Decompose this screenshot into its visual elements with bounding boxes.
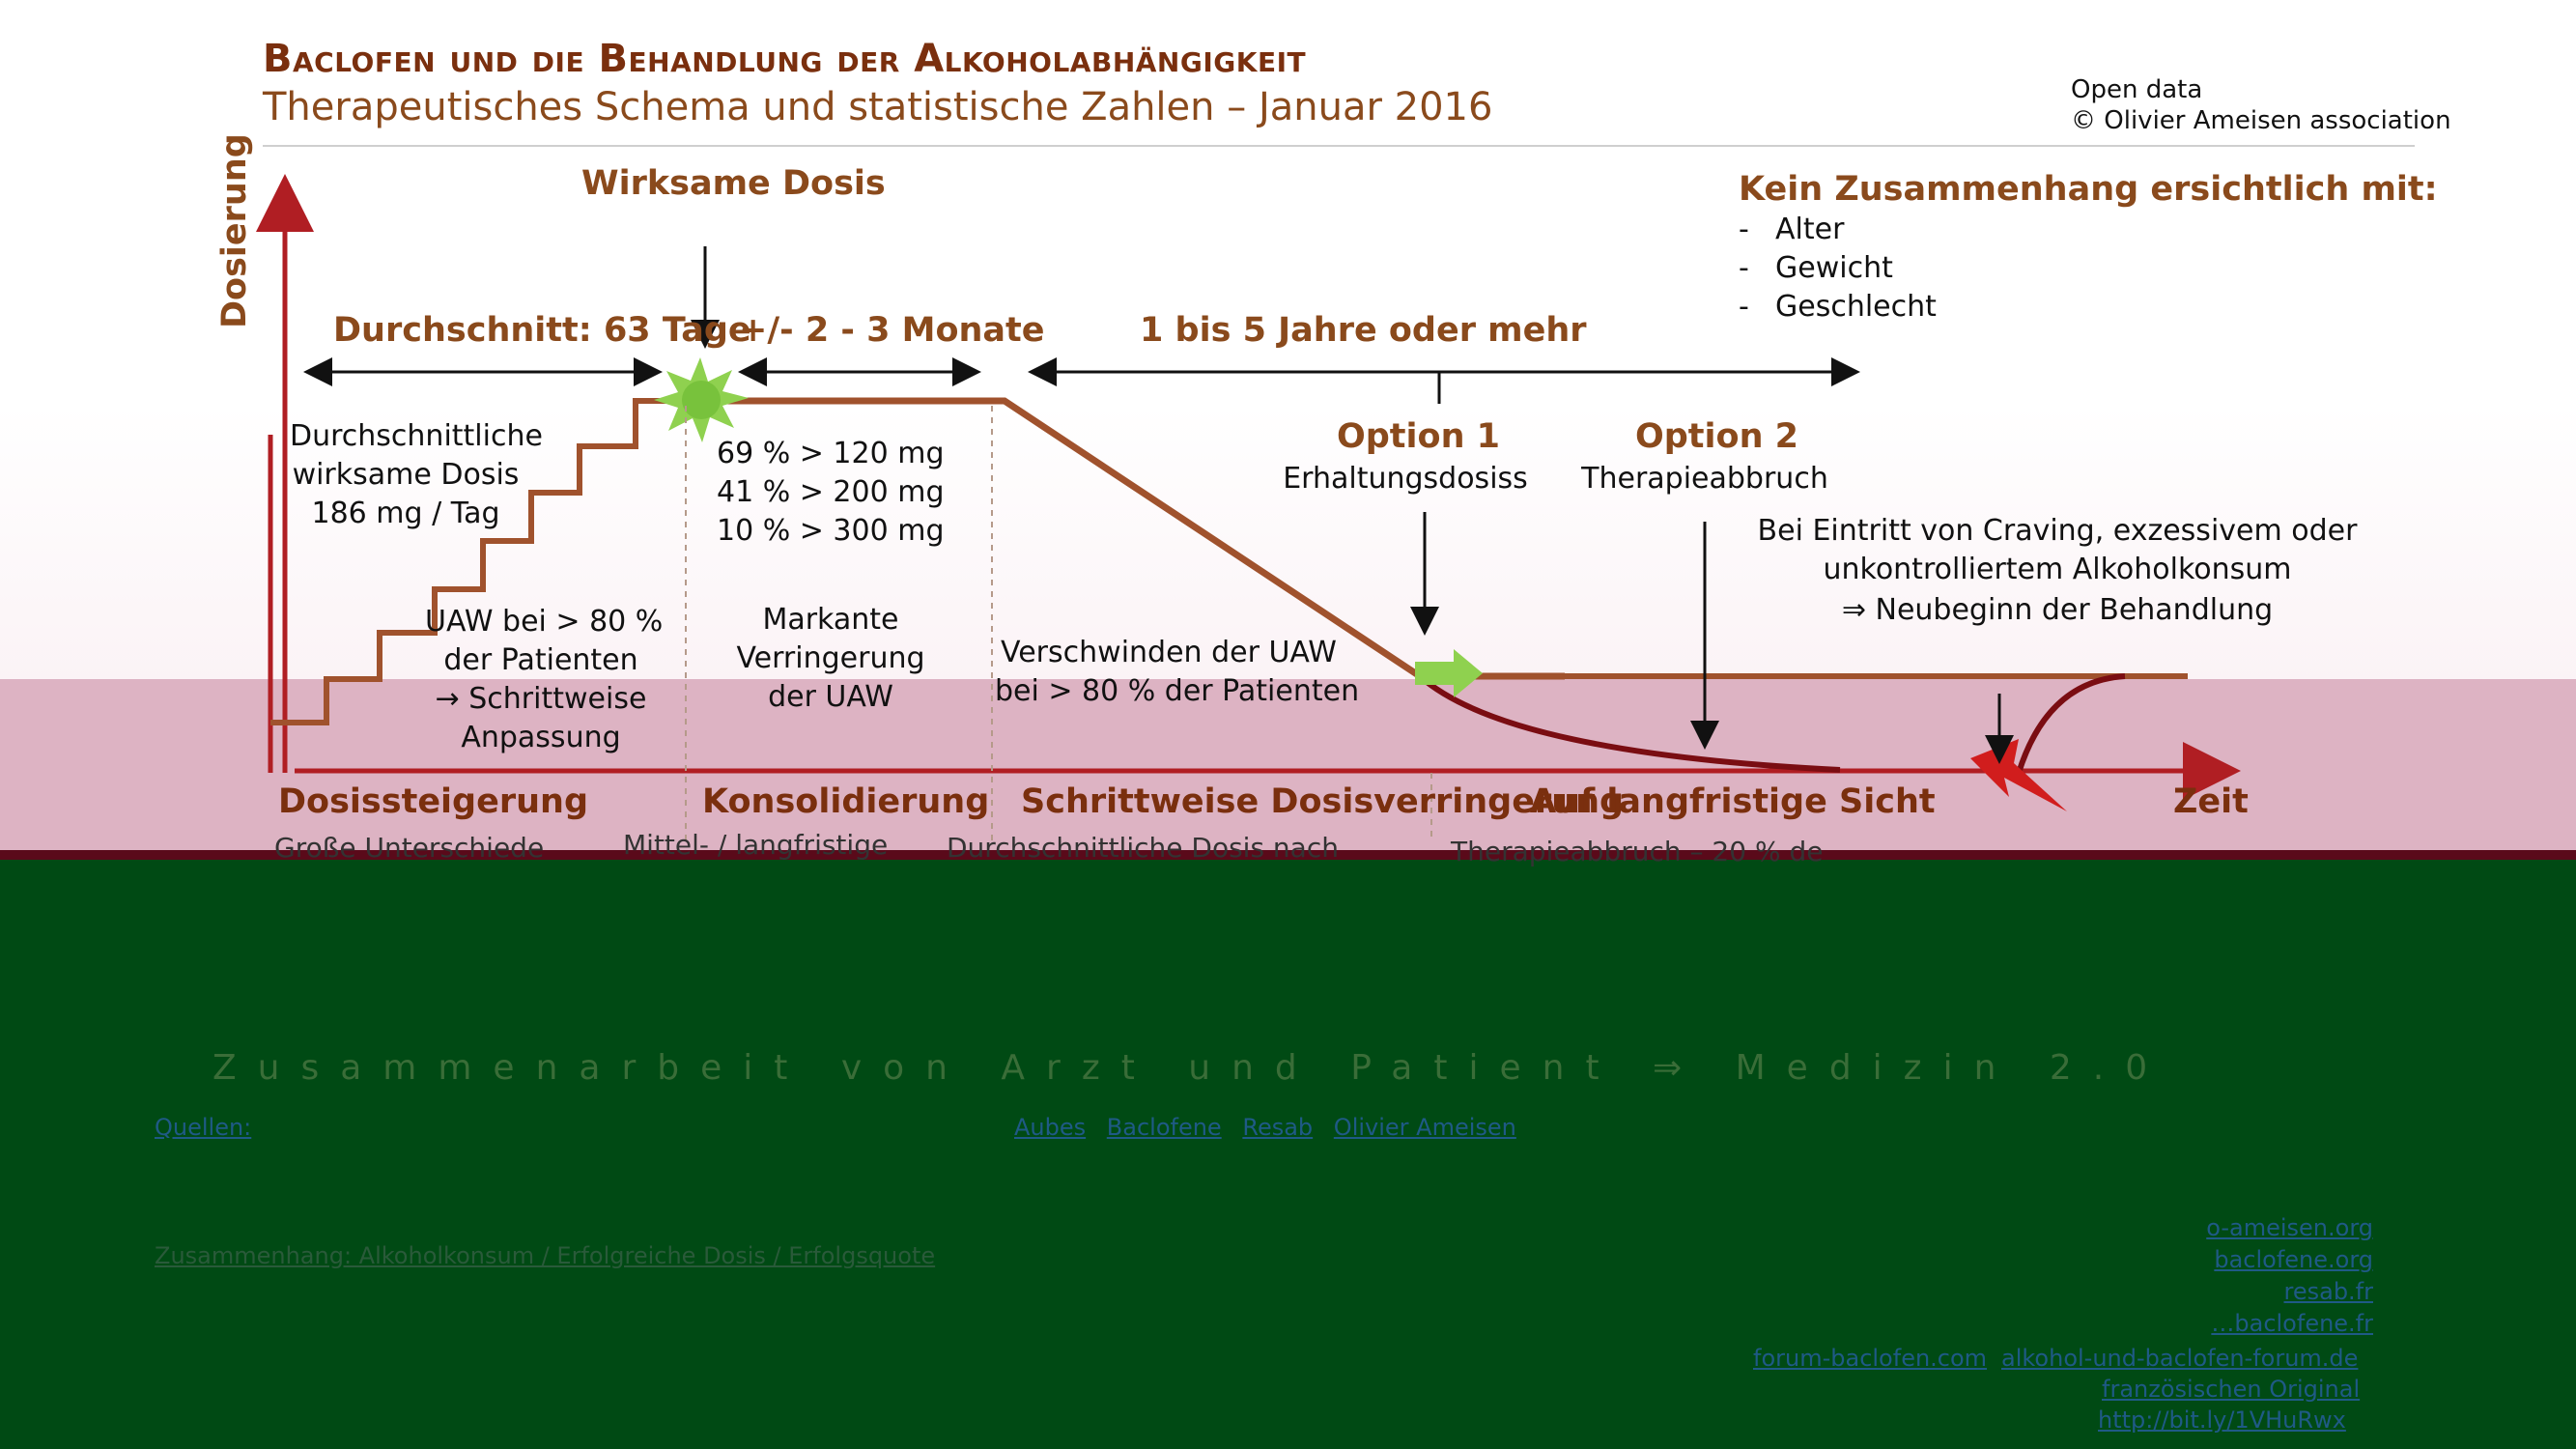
uaw-text-1: UAW bei > 80 % [425,605,664,639]
partial-text-4: Therapieabbruch – 20 % de [1451,836,1824,867]
restart-curve [2016,673,2126,774]
partial-text-2: Mittel- / langfristige [623,829,889,861]
lightning-icon [1970,739,2067,811]
phase-konsolidierung: Konsolidierung [702,782,990,821]
header-divider [263,145,2415,147]
open-data-label: Open data [2071,75,2203,104]
uaw-text-2: der Patienten [443,643,638,677]
kein-zusammenhang-heading: Kein Zusammenhang ersichtlich mit: [1739,170,2438,209]
link-resab[interactable]: resab.fr [2283,1278,2374,1305]
option-2-sub: Therapieabbruch [1581,462,1828,496]
wirksame-dosis-text: wirksame Dosis [292,458,520,492]
background-band-pink [0,679,2576,853]
original-url[interactable]: http://bit.ly/1VHuRwx [2098,1406,2346,1434]
y-axis-label: Dosierung [215,133,254,328]
verschwinden-label: Verschwinden der UAW [1001,636,1337,669]
verschwinden-label-2: bei > 80 % der Patienten [995,674,1360,708]
phase-langfristig: Auf langfristige Sicht [1530,782,1936,821]
dose-value-text: 186 mg / Tag [311,497,500,530]
copyright-label: © Olivier Ameisen association [2071,106,2451,135]
zusammenarbeit-text: Zusammenarbeit von Arzt und Patient ⇒ Me… [212,1048,2169,1088]
durchschnitt-label: Durchschnitt: 63 Tage [333,311,751,350]
uaw-label: der UAW [768,680,893,714]
verringerung-label: Verringerung [736,641,925,675]
markante-label: Markante [762,603,899,637]
partial-text-3: Durchschnittliche Dosis nach [947,832,1339,864]
link-baclofene-fr[interactable]: …baclofene.fr [2211,1310,2373,1337]
green-arrow-icon [1415,649,1483,697]
monate-label: +/- 2 - 3 Monate [739,311,1045,350]
phase-dosisverringerung: Schrittweise Dosisverringerung [1021,782,1625,821]
wirksame-dosis-label: Wirksame Dosis [581,164,886,203]
link-alkohol-forum[interactable]: alkohol-und-baclofen-forum.de [2001,1345,2359,1372]
x-axis-label: Zeit [2173,782,2249,821]
percent-line-1: 69 % > 120 mg [717,437,945,470]
option-2-label: Option 2 [1635,417,1799,456]
link-o-ameisen[interactable]: o-ameisen.org [2206,1214,2373,1241]
source-link-aubes[interactable]: Aubes [1014,1114,1087,1141]
uaw-text-4: Anpassung [461,721,621,754]
craving-text-2: unkontrolliertem Alkoholkonsum [1823,553,2292,586]
background-band-green [0,860,2576,1449]
durchschnittliche-label: Durchschnittliche [290,419,543,453]
discontinuation-curve [1418,673,1841,773]
sun-icon [654,357,749,442]
source-link-baclofene[interactable]: Baclofene [1106,1114,1222,1141]
source-link-resab[interactable]: Resab [1242,1114,1314,1141]
link-baclofene-org[interactable]: baclofene.org [2214,1246,2373,1273]
sources-row: Aubes Baclofene Resab Olivier Ameisen [1014,1114,1530,1141]
original-label[interactable]: französischen Original [2102,1376,2361,1403]
option-1-label: Option 1 [1337,417,1501,456]
percent-line-2: 41 % > 200 mg [717,475,945,509]
craving-text-3: ⇒ Neubeginn der Behandlung [1841,593,2274,627]
quellen-label: Quellen: [155,1114,252,1141]
list-item: Geschlecht [1739,288,1937,327]
list-item: Gewicht [1739,249,1937,288]
source-link-ameisen[interactable]: Olivier Ameisen [1333,1114,1516,1141]
list-item: Alter [1739,211,1937,249]
partial-text-1: Große Unterschiede [274,832,545,864]
link-forum-baclofen[interactable]: forum-baclofen.com [1753,1345,1988,1372]
percent-line-3: 10 % > 300 mg [717,514,945,548]
craving-text-1: Bei Eintritt von Craving, exzessivem ode… [1757,514,2358,548]
background-band-darkred [0,850,2576,860]
right-links: o-ameisen.org baclofene.org resab.fr …ba… [2206,1212,2373,1340]
option-1-sub: Erhaltungsdosiss [1283,462,1528,496]
phase-dosissteigerung: Dosissteigerung [278,782,588,821]
jahre-label: 1 bis 5 Jahre oder mehr [1140,311,1587,350]
dose-staircase [270,398,676,725]
page-subtitle: Therapeutisches Schema und statistische … [263,85,1493,129]
page-title: Baclofen und die Behandlung der Alkohola… [263,37,1307,81]
kein-zusammenhang-list: Alter Gewicht Geschlecht [1739,211,1937,327]
uaw-text-3: → Schrittweise [435,682,647,716]
zusammenhang-link[interactable]: Zusammenhang: Alkoholkonsum / Erfolgreic… [155,1242,936,1269]
